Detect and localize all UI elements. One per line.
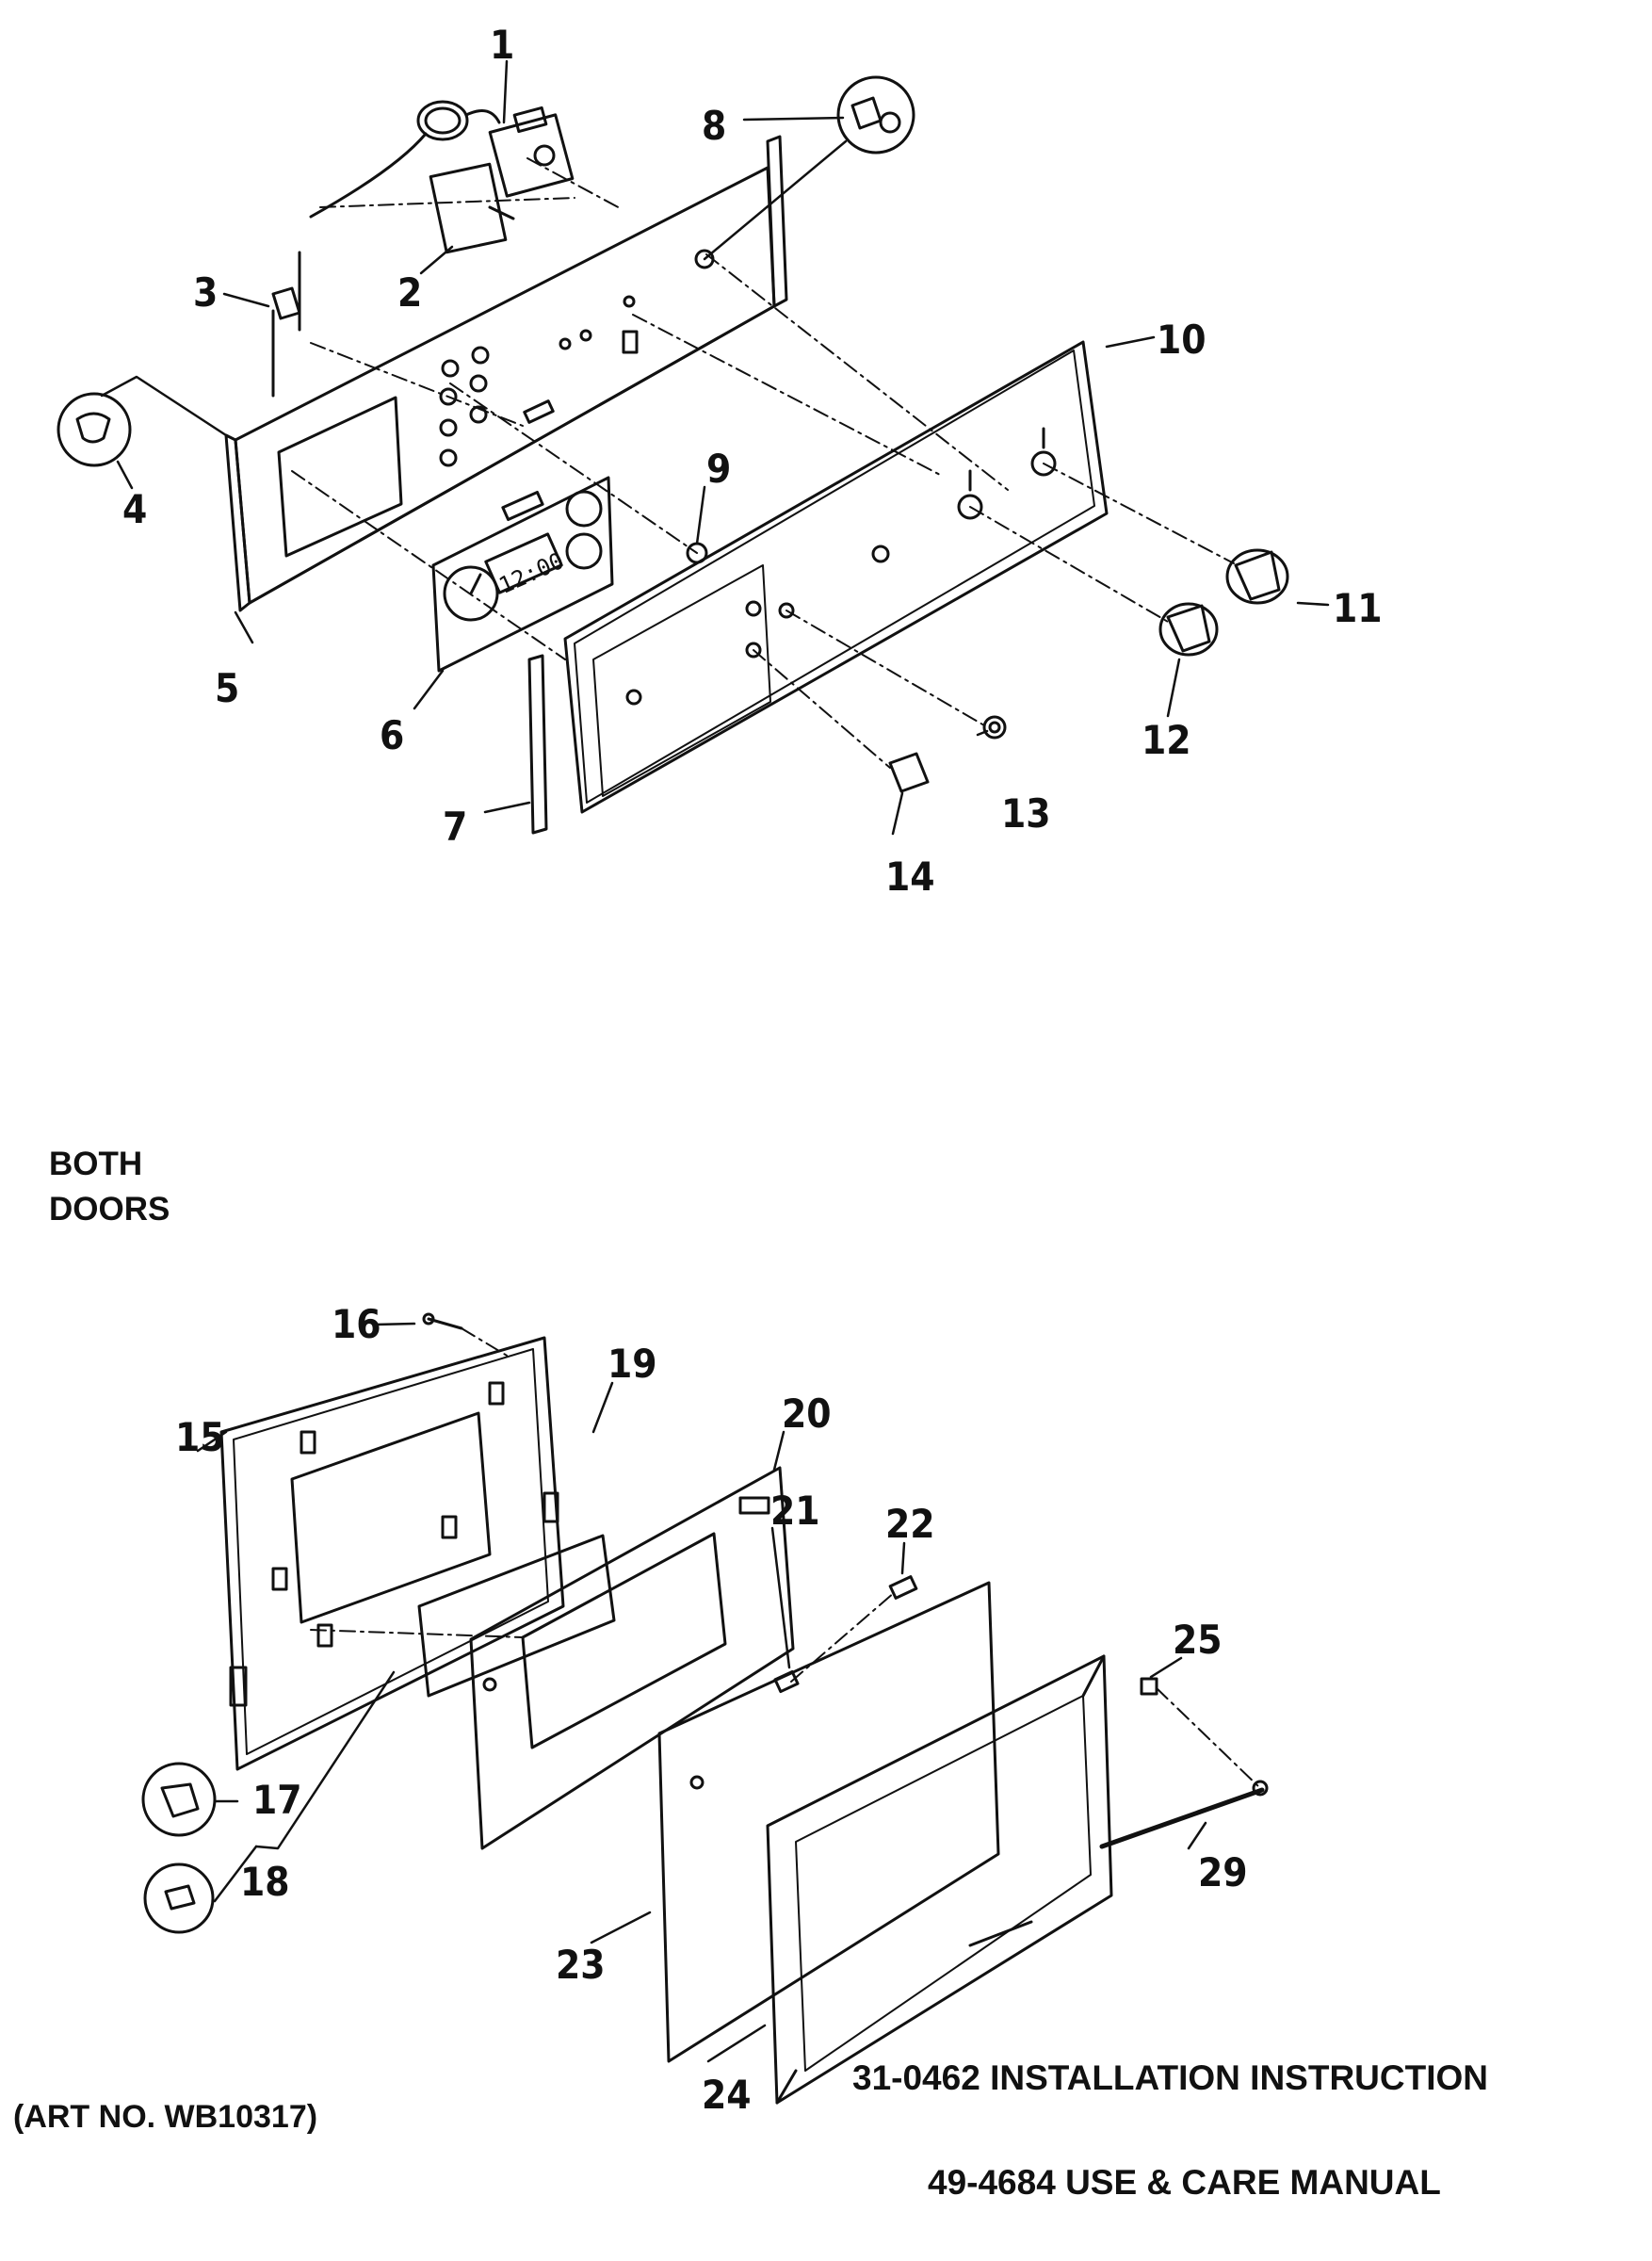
callout-23: 23	[556, 1942, 606, 1988]
button-part	[888, 752, 930, 793]
callout-13: 13	[1001, 790, 1051, 837]
callout-18: 18	[240, 1859, 290, 1905]
callout-22: 22	[885, 1501, 935, 1547]
installation-instruction-reference: 31-0462 INSTALLATION INSTRUCTION	[852, 2058, 1488, 2097]
alignment-lines	[291, 157, 1235, 769]
lamp-socket-part	[271, 251, 301, 398]
callout-6: 6	[380, 712, 404, 758]
inner-door-liner	[219, 1336, 565, 1771]
outer-door-frame	[766, 1654, 1113, 2105]
door-inner-panel	[469, 1466, 795, 1850]
callout-21: 21	[770, 1488, 820, 1534]
callout-11: 11	[1333, 585, 1383, 631]
both-doors-caption: BOTH DOORS	[49, 1142, 170, 1232]
callout-4: 4	[122, 486, 147, 532]
clip-part	[57, 392, 132, 467]
callout-9: 9	[706, 446, 731, 492]
callout-19: 19	[607, 1341, 657, 1387]
callout-12: 12	[1142, 717, 1191, 763]
callout-1: 1	[490, 22, 514, 68]
both-doors-line: BOTH DOORS	[49, 1146, 170, 1228]
bulb-part	[836, 75, 915, 155]
insulation-panel	[417, 1534, 616, 1698]
knob-part-12	[1158, 602, 1219, 657]
mounting-plate	[224, 135, 788, 612]
callout-5: 5	[215, 665, 239, 711]
art-number-caption: (ART NO. WB10317)	[13, 2099, 318, 2135]
callout-3: 3	[193, 269, 218, 316]
callout-29: 29	[1198, 1849, 1248, 1895]
timer-display: 12:00	[495, 547, 568, 599]
callout-8: 8	[702, 103, 726, 149]
callout-14: 14	[885, 854, 935, 900]
callout-17: 17	[252, 1777, 302, 1823]
callout-7: 7	[443, 804, 467, 850]
screw-part-16	[422, 1312, 463, 1330]
stud-part-22	[888, 1575, 918, 1600]
switch-part	[429, 162, 515, 254]
use-care-manual-reference: 49-4684 USE & CARE MANUAL	[928, 2163, 1441, 2202]
washer-part	[982, 715, 1007, 740]
callout-16: 16	[332, 1301, 381, 1347]
spacer-part-21	[773, 1669, 800, 1694]
clip-part-18	[143, 1862, 215, 1934]
clip-part-25	[1140, 1677, 1158, 1696]
knob-part-11	[1225, 548, 1289, 605]
door-handle	[1099, 1780, 1269, 1849]
door-alignment-lines	[310, 1327, 1261, 1789]
clip-part-17	[141, 1762, 217, 1837]
callout-24: 24	[702, 2072, 752, 2118]
clock-timer-module: 12:00	[431, 476, 614, 673]
callout-15: 15	[175, 1414, 225, 1460]
leader-lines-door	[196, 1322, 1207, 2063]
callout-10: 10	[1157, 317, 1207, 363]
callout-labels: 1 2 3 4 5 6 7 8 9 10 11 12 13 14 15 16 1…	[122, 22, 1383, 2118]
front-control-panel	[563, 340, 1109, 814]
door-glass	[657, 1581, 1000, 2063]
callout-2: 2	[397, 269, 422, 316]
leader-lines-panel	[100, 59, 1330, 836]
callout-25: 25	[1173, 1617, 1223, 1663]
trim-strip	[527, 654, 548, 835]
callout-20: 20	[782, 1391, 832, 1437]
